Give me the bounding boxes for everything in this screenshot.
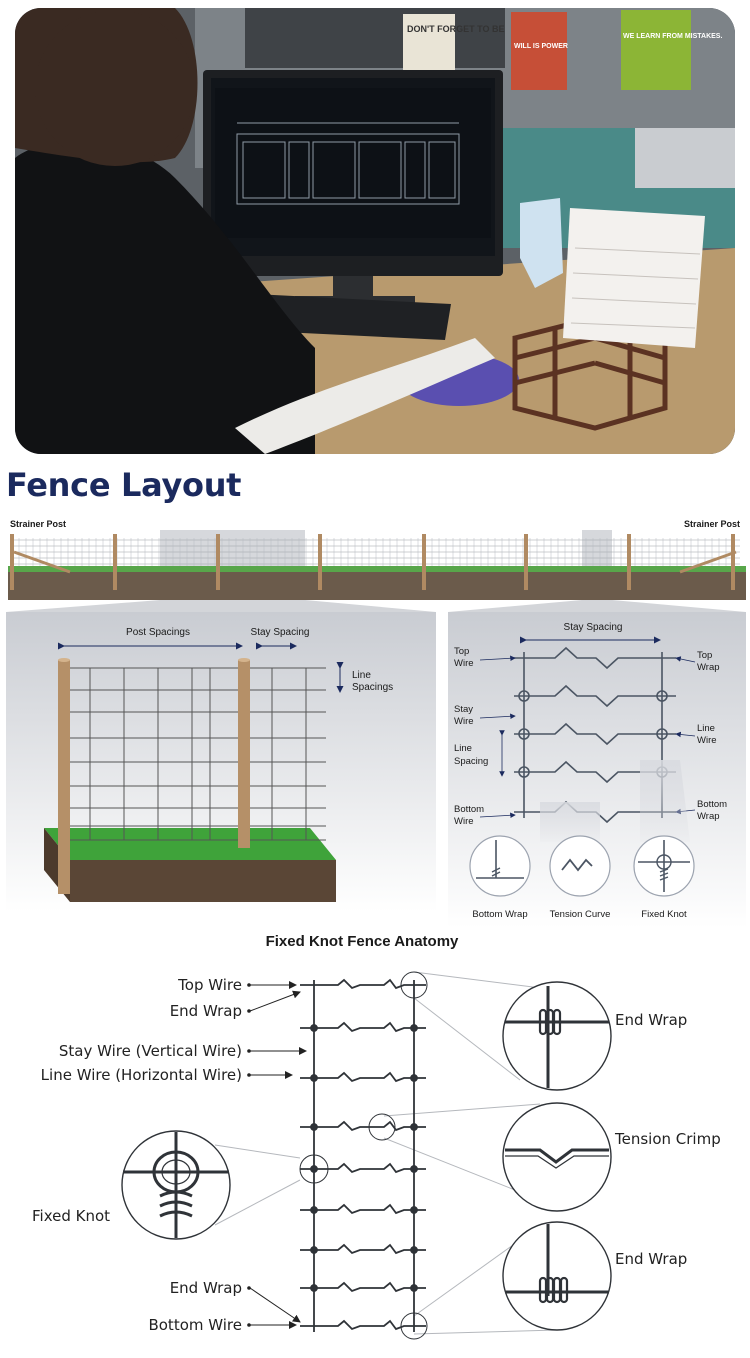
stay-spacing-label-right: Stay Spacing: [564, 622, 623, 633]
line-wire: [514, 722, 676, 746]
bottom-wrap-label-2: Wrap: [697, 811, 720, 822]
line-wire: [514, 760, 676, 784]
detail-fixed-knot: [121, 1130, 231, 1240]
knot: [656, 690, 668, 702]
fixed-knot-label: Fixed Knot: [32, 1207, 110, 1225]
knot: [518, 728, 530, 740]
knot: [410, 1074, 418, 1082]
poster-will-power: [511, 12, 567, 90]
knot: [410, 1123, 418, 1131]
top-wrap-label-1: Top: [697, 650, 712, 661]
knot: [410, 1246, 418, 1254]
bottom-wire-label-2: Wire: [454, 816, 474, 827]
knot: [310, 1284, 318, 1292]
line-wire: [300, 1281, 426, 1293]
line-wire: [300, 978, 426, 990]
end-wrap-top-label: End Wrap: [170, 1002, 242, 1020]
knot: [518, 766, 530, 778]
knot: [310, 1206, 318, 1214]
bottom-wire-label-1: Bottom: [454, 804, 484, 815]
caption-tension-curve: Tension Curve: [550, 909, 611, 920]
knot: [410, 1284, 418, 1292]
detail-circle-bottom-wrap: [469, 835, 531, 897]
knot: [518, 690, 530, 702]
detail-end-wrap-2-label: End Wrap: [615, 1250, 687, 1268]
knot: [310, 1123, 318, 1131]
knot: [310, 1024, 318, 1032]
poster-learn: [621, 10, 691, 90]
line-wire-label: Line Wire (Horizontal Wire): [41, 1066, 242, 1084]
poster-dont-forget: [403, 14, 455, 76]
office-photo: DON'T FORGET TO BE WILL IS POWER WE LEAR…: [15, 8, 735, 454]
wire-detail-panel: Stay Spacing Top Wire Top Wrap Stay Wire…: [448, 600, 746, 928]
knot: [410, 1206, 418, 1214]
fence-overview: Strainer Post Strainer Post: [8, 519, 746, 600]
line-spacing-label-1: Line: [454, 743, 472, 754]
strainer-post-right-label: Strainer Post: [684, 519, 740, 529]
poster-text-1: DON'T FORGET TO BE: [407, 24, 504, 34]
line-wire: [300, 1319, 426, 1331]
bottom-wrap-label-1: Bottom: [697, 799, 727, 810]
overview-post: [524, 534, 528, 590]
line-wire-label-1: Line: [697, 723, 715, 734]
overview-post: [10, 534, 14, 590]
anatomy-title: Fixed Knot Fence Anatomy: [266, 933, 459, 950]
line-wire: [300, 1071, 426, 1083]
detail-end-wrap-top: [502, 981, 612, 1091]
top-wire-label: Top Wire: [177, 976, 242, 994]
overview-post: [318, 534, 322, 590]
overview-post: [731, 534, 735, 590]
poster-text-3: WILL IS POWER: [514, 43, 568, 50]
strainer-post-left-label: Strainer Post: [10, 519, 66, 529]
caption-bottom-wrap: Bottom Wrap: [472, 909, 527, 920]
line-wire: [300, 1203, 426, 1215]
overview-post: [216, 534, 220, 590]
line-spacings-label-1: Line: [352, 670, 371, 681]
detail-end-wrap-1-label: End Wrap: [615, 1011, 687, 1029]
stay-wire-label-1: Stay: [454, 704, 473, 715]
knot: [310, 1246, 318, 1254]
line-spacing-label-2: Spacing: [454, 756, 488, 767]
stay-wire-label-2: Wire: [454, 716, 474, 727]
line-spacings-label-2: Spacings: [352, 682, 393, 693]
knot: [410, 1024, 418, 1032]
top-wrap-label-2: Wrap: [697, 662, 720, 673]
knot: [310, 1074, 318, 1082]
bottom-wire-label: Bottom Wire: [148, 1316, 242, 1334]
detail-tension-crimp: [502, 1102, 612, 1212]
detail-end-wrap-bottom: [502, 1221, 612, 1331]
knot: [410, 1165, 418, 1173]
line-wire-label-2: Wire: [697, 735, 717, 746]
overview-post: [422, 534, 426, 590]
detail-tension-crimp-label: Tension Crimp: [614, 1130, 721, 1148]
stay-wire-label: Stay Wire (Vertical Wire): [59, 1042, 242, 1060]
line-wire: [300, 1021, 426, 1033]
line-wire: [514, 646, 676, 670]
post-spacing-panel: Post Spacings Stay Spacing Line Spacings: [6, 600, 436, 912]
line-wire: [300, 1120, 426, 1132]
page-title: Fence Layout: [6, 466, 242, 504]
top-wire-label-1: Top: [454, 646, 469, 657]
detail-circle-fixed-knot: [633, 835, 695, 897]
stay-spacing-label-left: Stay Spacing: [251, 627, 310, 638]
fixed-knot-anatomy: Fixed Knot Fence Anatomy: [32, 933, 721, 1340]
top-wire-label-2: Wire: [454, 658, 474, 669]
end-wrap-bottom-label: End Wrap: [170, 1279, 242, 1297]
overview-post: [627, 534, 631, 590]
line-wire: [300, 1162, 426, 1174]
line-wire: [300, 1243, 426, 1255]
person: [15, 140, 315, 454]
post-spacings-label: Post Spacings: [126, 627, 190, 638]
knot: [310, 1165, 318, 1173]
caption-fixed-knot: Fixed Knot: [641, 909, 687, 920]
overview-post: [113, 534, 117, 590]
line-wire: [514, 684, 676, 708]
detail-circle-tension-curve: [549, 835, 611, 897]
knot: [656, 728, 668, 740]
poster-text-2: WE LEARN FROM MISTAKES.: [623, 33, 722, 40]
